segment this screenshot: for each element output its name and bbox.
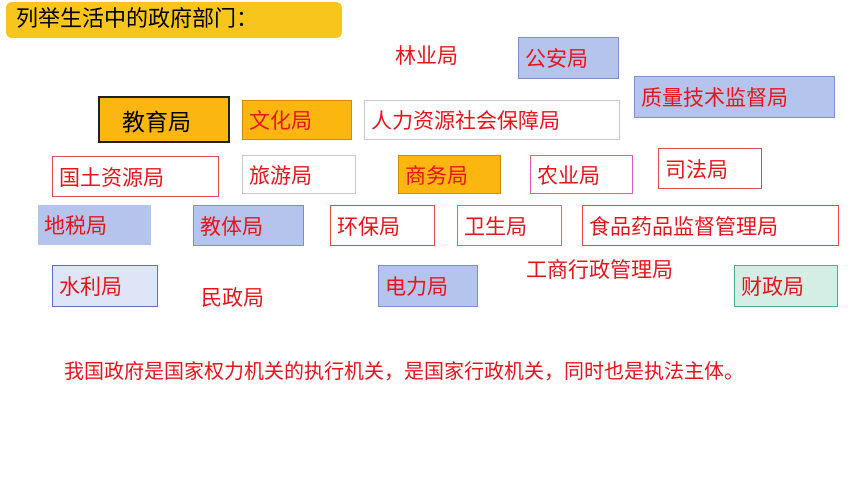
department-shuili: 水利局 — [52, 265, 158, 307]
summary-text: 我国政府是国家权力机关的执行机关，是国家行政机关，同时也是执法主体。 — [64, 359, 744, 383]
department-dianli: 电力局 — [378, 265, 478, 307]
department-jiaoyu: 教育局 — [98, 96, 230, 143]
department-sifa: 司法局 — [658, 148, 762, 189]
department-dishui: 地税局 — [38, 205, 151, 245]
department-zhiliang: 质量技术监督局 — [634, 76, 835, 118]
department-shipin: 食品药品监督管理局 — [582, 205, 839, 246]
department-wenhua: 文化局 — [242, 100, 352, 140]
department-minzheng: 民政局 — [201, 286, 264, 310]
department-gongan: 公安局 — [518, 37, 619, 79]
department-shangwu: 商务局 — [398, 155, 501, 194]
department-huanbao: 环保局 — [330, 205, 435, 246]
department-nongye: 农业局 — [530, 155, 633, 194]
department-lvyou: 旅游局 — [242, 155, 356, 194]
department-linye: 林业局 — [395, 44, 458, 68]
department-guotu: 国土资源局 — [52, 156, 219, 197]
department-jiaoti: 教体局 — [193, 205, 304, 246]
slide-title: 列举生活中的政府部门： — [6, 2, 342, 38]
department-weisheng: 卫生局 — [457, 205, 562, 246]
department-gongshang: 工商行政管理局 — [526, 258, 673, 282]
department-renli: 人力资源社会保障局 — [364, 100, 620, 140]
department-caizheng: 财政局 — [734, 265, 838, 307]
